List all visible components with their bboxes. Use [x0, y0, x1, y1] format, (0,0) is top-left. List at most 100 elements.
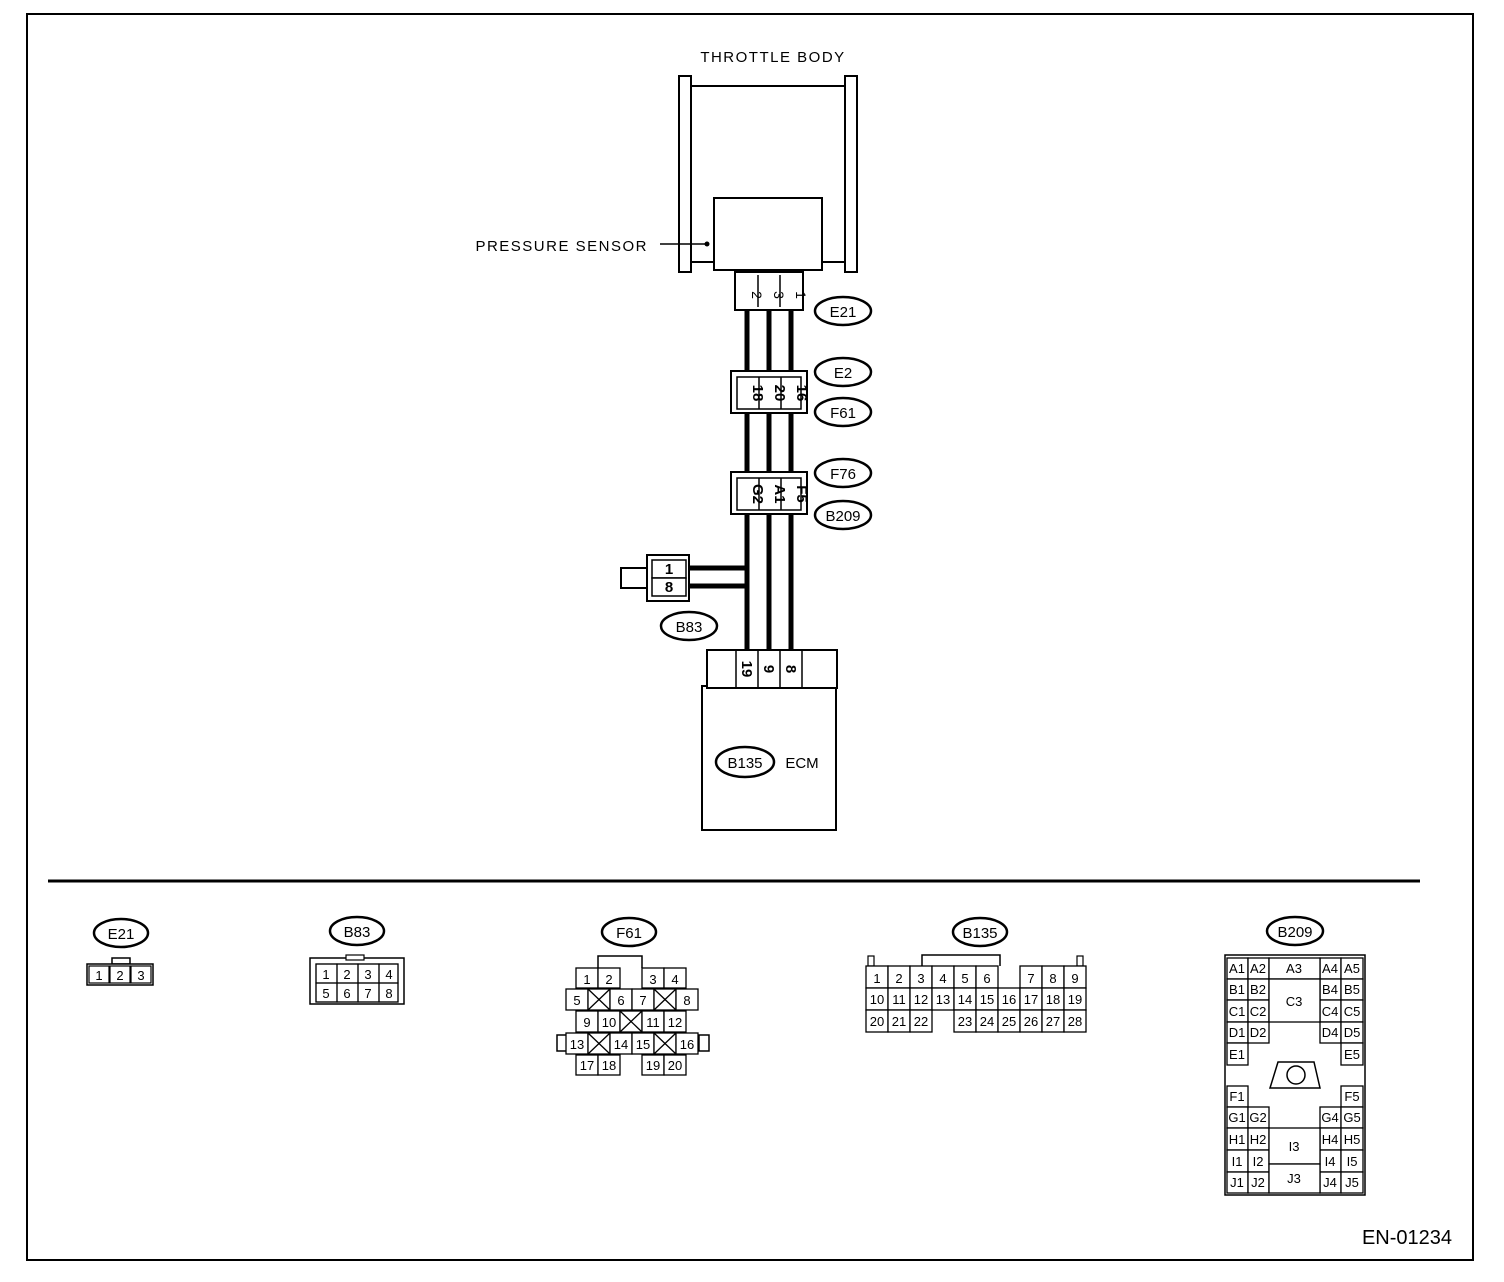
svg-text:14: 14: [958, 992, 972, 1007]
legend-f61: F61 1 2 3 4 5 6: [556, 916, 710, 1076]
svg-text:2: 2: [343, 967, 350, 982]
ecm-pin-a: 19: [738, 661, 755, 678]
svg-text:C3: C3: [1286, 994, 1303, 1009]
svg-text:3: 3: [137, 968, 144, 983]
svg-text:I4: I4: [1325, 1154, 1336, 1169]
ecm: 19 9 8 B135 ECM: [701, 649, 838, 831]
e2-tag: E2: [834, 365, 852, 382]
figure-code: EN-01234: [1362, 1227, 1452, 1249]
svg-text:A2: A2: [1250, 961, 1266, 976]
svg-text:2: 2: [116, 968, 123, 983]
svg-text:H5: H5: [1344, 1132, 1361, 1147]
throttle-body-label: THROTTLE BODY: [700, 49, 845, 66]
svg-text:C5: C5: [1344, 1004, 1361, 1019]
joint-pin-b: 20: [771, 385, 788, 402]
svg-text:10: 10: [870, 992, 884, 1007]
legend-f61-tag: F61: [616, 925, 642, 942]
svg-text:8: 8: [683, 993, 690, 1008]
svg-text:H2: H2: [1250, 1132, 1267, 1147]
legend-b209: B209: [1224, 915, 1366, 1196]
diagram-frame: [26, 13, 1474, 1261]
svg-text:10: 10: [602, 1015, 616, 1030]
svg-text:5: 5: [322, 986, 329, 1001]
f76-tag: F76: [830, 466, 856, 483]
svg-text:20: 20: [870, 1014, 884, 1029]
svg-text:6: 6: [343, 986, 350, 1001]
legend-b83: B83 1 2 3 4 5 6 7 8: [309, 915, 405, 1005]
svg-text:G2: G2: [1249, 1110, 1266, 1125]
svg-text:16: 16: [680, 1037, 694, 1052]
svg-text:A3: A3: [1286, 961, 1302, 976]
svg-text:4: 4: [671, 972, 678, 987]
svg-text:3: 3: [917, 971, 924, 986]
svg-text:B1: B1: [1229, 982, 1245, 997]
throttle-body: THROTTLE BODY PRESSURE SENSOR: [475, 49, 858, 273]
svg-text:B2: B2: [1250, 982, 1266, 997]
connector-e2-f61: 18 20 16 E2 F61: [730, 356, 873, 428]
svg-text:15: 15: [636, 1037, 650, 1052]
svg-text:23: 23: [958, 1014, 972, 1029]
joint-pin-c: 16: [793, 385, 810, 402]
svg-text:28: 28: [1068, 1014, 1082, 1029]
svg-text:13: 13: [570, 1037, 584, 1052]
svg-text:D4: D4: [1322, 1025, 1339, 1040]
svg-text:F5: F5: [1344, 1089, 1359, 1104]
svg-text:D2: D2: [1250, 1025, 1267, 1040]
svg-text:22: 22: [914, 1014, 928, 1029]
svg-text:24: 24: [980, 1014, 994, 1029]
pressure-sensor-label: PRESSURE SENSOR: [475, 238, 648, 255]
svg-text:4: 4: [939, 971, 946, 986]
svg-text:13: 13: [936, 992, 950, 1007]
svg-text:J1: J1: [1230, 1175, 1244, 1190]
junction-pin-a: G2: [749, 484, 766, 504]
svg-text:1: 1: [322, 967, 329, 982]
svg-text:19: 19: [1068, 992, 1082, 1007]
svg-text:17: 17: [1024, 992, 1038, 1007]
svg-text:9: 9: [583, 1015, 590, 1030]
svg-text:6: 6: [983, 971, 990, 986]
svg-text:H4: H4: [1322, 1132, 1339, 1147]
e21-pin-a: 2: [749, 291, 765, 299]
b83-tag: B83: [676, 619, 703, 636]
svg-text:I3: I3: [1289, 1139, 1300, 1154]
svg-text:3: 3: [649, 972, 656, 987]
svg-text:J2: J2: [1251, 1175, 1265, 1190]
svg-text:7: 7: [639, 993, 646, 1008]
svg-text:J3: J3: [1287, 1171, 1301, 1186]
svg-text:1: 1: [583, 972, 590, 987]
svg-text:C1: C1: [1229, 1004, 1246, 1019]
svg-text:F1: F1: [1229, 1089, 1244, 1104]
legend-e21: E21 1 2 3: [86, 917, 154, 986]
svg-text:7: 7: [1027, 971, 1034, 986]
legend-b209-tag: B209: [1277, 924, 1312, 941]
ecm-label: ECM: [785, 755, 818, 772]
connector-e21: 2 3 1 E21: [734, 271, 873, 327]
svg-text:C4: C4: [1322, 1004, 1339, 1019]
ecm-pin-c: 8: [782, 665, 799, 673]
svg-text:26: 26: [1024, 1014, 1038, 1029]
svg-text:E5: E5: [1344, 1047, 1360, 1062]
svg-text:G5: G5: [1343, 1110, 1360, 1125]
svg-text:B5: B5: [1344, 982, 1360, 997]
e21-tag: E21: [830, 304, 857, 321]
e21-pin-b: 3: [771, 291, 787, 299]
svg-text:2: 2: [895, 971, 902, 986]
b83-pin-b: 8: [665, 579, 673, 596]
svg-text:C2: C2: [1250, 1004, 1267, 1019]
svg-text:A4: A4: [1322, 961, 1338, 976]
svg-text:I1: I1: [1232, 1154, 1243, 1169]
svg-text:J5: J5: [1345, 1175, 1359, 1190]
pressure-sensor-body: [713, 197, 823, 271]
svg-text:B4: B4: [1322, 982, 1338, 997]
svg-text:17: 17: [580, 1058, 594, 1073]
svg-text:A5: A5: [1344, 961, 1360, 976]
legend-b135: B135 1 2 3 4 5 6 7 8 9 10: [865, 916, 1087, 1033]
svg-text:I5: I5: [1347, 1154, 1358, 1169]
e21-pin-c: 1: [793, 291, 809, 299]
svg-text:18: 18: [1046, 992, 1060, 1007]
svg-text:14: 14: [614, 1037, 628, 1052]
junction-pin-c: F5: [793, 485, 810, 503]
svg-text:19: 19: [646, 1058, 660, 1073]
ecm-pin-b: 9: [760, 665, 777, 673]
